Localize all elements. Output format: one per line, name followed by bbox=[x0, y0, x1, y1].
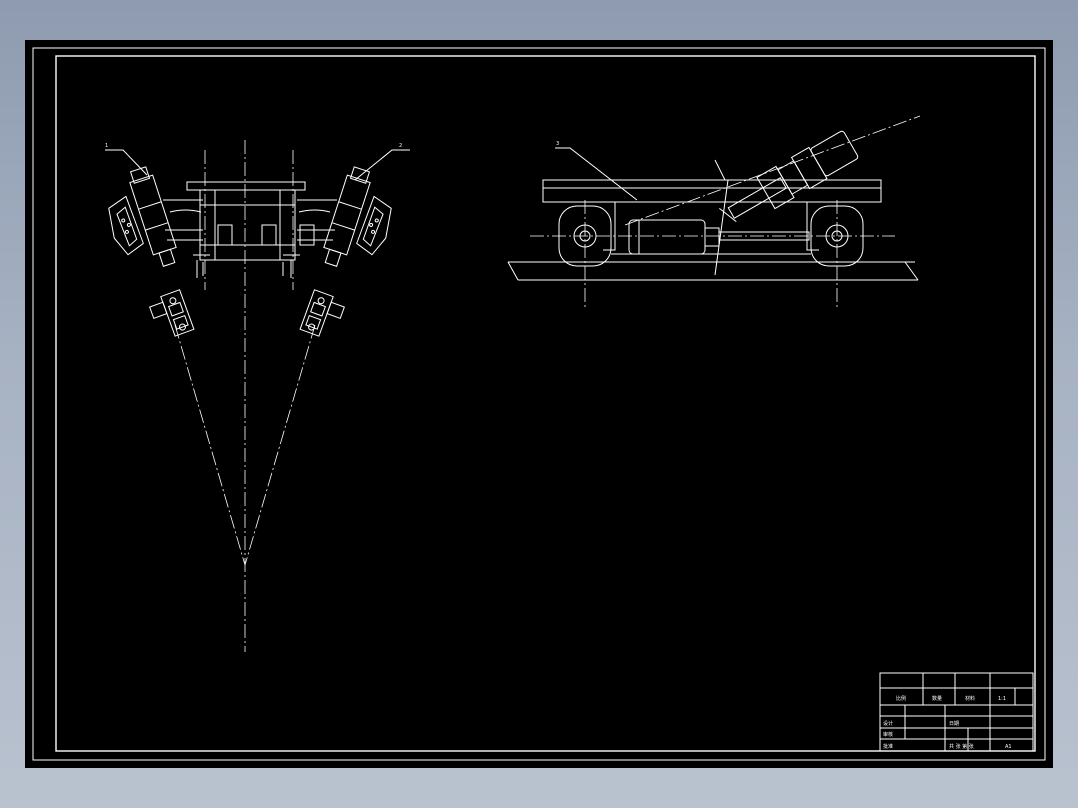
tb-qty-label: 数量 bbox=[932, 695, 942, 702]
center-frame bbox=[199, 189, 296, 261]
leader-side bbox=[555, 147, 638, 201]
cad-drawing: 1 2 bbox=[32, 47, 1046, 761]
outer-frame bbox=[32, 47, 1046, 761]
left-camera-unit bbox=[149, 289, 195, 337]
tb-sheet-label: 共 张 第 张 bbox=[949, 743, 974, 750]
center-box-3 bbox=[299, 224, 315, 246]
tb-checker-label: 审核 bbox=[883, 731, 893, 738]
right-camera-unit bbox=[299, 289, 345, 337]
callout-label-side: 3 bbox=[556, 141, 559, 147]
right-sight-line bbox=[244, 324, 316, 566]
center-box-2 bbox=[261, 224, 277, 246]
motor-coupling bbox=[704, 227, 720, 247]
callout-label-left: 1 bbox=[105, 143, 108, 149]
camera-head bbox=[719, 130, 859, 223]
drawing-sheet: 1 2 bbox=[25, 40, 1053, 768]
callout-label-right: 2 bbox=[399, 143, 402, 149]
tb-date-label: 日期 bbox=[949, 721, 959, 727]
left-arm bbox=[163, 199, 203, 241]
leader-right bbox=[354, 149, 410, 181]
center-box-1 bbox=[217, 224, 233, 246]
tb-approve-label: 批准 bbox=[883, 743, 893, 750]
front-view: 1 2 bbox=[105, 140, 410, 652]
right-wheel bbox=[806, 201, 864, 267]
title-block-frame bbox=[879, 672, 1034, 752]
tb-note: A1 bbox=[1005, 744, 1012, 750]
right-wheel-assembly bbox=[323, 166, 392, 267]
side-view: 3 bbox=[507, 115, 921, 308]
inner-frame bbox=[55, 55, 1036, 752]
support-strut bbox=[714, 179, 729, 276]
tb-scale-value: 1:1 bbox=[998, 696, 1006, 702]
tb-designer-label: 设计 bbox=[883, 720, 893, 727]
chassis bbox=[542, 179, 882, 203]
leader-left bbox=[105, 149, 148, 176]
left-wheel bbox=[558, 201, 616, 267]
right-arm bbox=[297, 199, 337, 241]
left-sight-line bbox=[174, 324, 246, 566]
tb-material-label: 材料 bbox=[965, 695, 975, 702]
left-wheel-assembly bbox=[108, 166, 177, 267]
tb-ratio-label: 比例 bbox=[896, 695, 906, 702]
title-block: 比例 数量 材料 1:1 设计 审核 批准 日期 共 张 第 张 A1 bbox=[879, 672, 1034, 752]
drive-motor bbox=[628, 219, 706, 255]
camera-axis bbox=[624, 115, 921, 226]
